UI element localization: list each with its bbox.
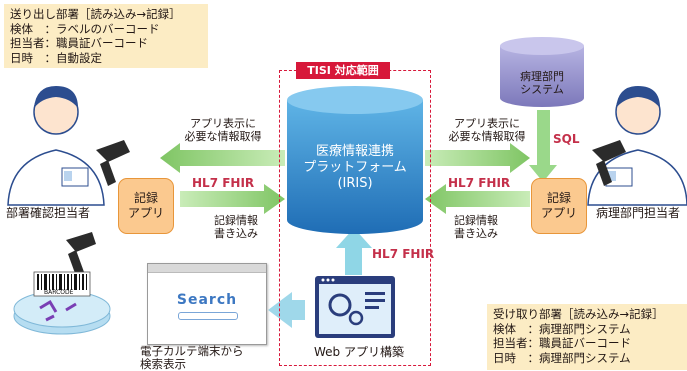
hl7-fhir-left-label: HL7 FHIR [192,176,255,190]
label-line: アプリ表示に [454,117,520,130]
barcode-scanner-icon [66,232,96,276]
left-person-icon [7,86,105,206]
sql-label: SQL [553,132,580,146]
webapp-label: Web アプリ構築 [314,345,404,359]
right-fetch-label: アプリ表示に 必要な情報取得 [434,117,540,143]
label-line: アプリ表示に [190,117,256,130]
left-fetch-arrow [160,143,285,173]
caption-line: 電子カルテ端末から [140,344,244,358]
left-write-arrow [180,184,285,214]
platform-line: (IRIS) [337,176,373,191]
pathology-line: システム [520,83,564,96]
specimen-dish-icon [13,271,111,335]
note-line: 検体 ：ラベルのバーコード [10,21,160,36]
pathology-cylinder-icon [500,37,584,107]
hl7-up-arrow [336,228,372,275]
browser-titlebar [148,264,266,273]
label-line: 記録情報 [454,214,498,227]
tisi-scope-label: TISI 対応範囲 [296,62,390,79]
label-line: 記録情報 [214,214,258,227]
barcode-scanner-icon [96,140,130,186]
right-write-arrow [425,184,530,214]
browser-caption: 電子カルテ端末から 検索表示 [140,345,244,371]
right-person-icon [587,86,687,206]
left-fetch-label: アプリ表示に 必要な情報取得 [170,117,276,143]
hl7-fhir-bottom-label: HL7 FHIR [372,247,435,261]
app-label-line: アプリ [540,206,577,220]
receiver-department-note: 受け取り部署［読み込み→記録］ 検体 ：病理部門システム 担当者：職員証バーコー… [487,304,687,370]
label-line: 必要な情報取得 [184,130,262,143]
browser-search-text: Search [176,292,238,308]
app-label-line: 記録 [133,191,158,205]
right-write-label: 記録情報 書き込み [436,214,516,240]
sender-department-note: 送り出し部署［読み込み→記録］ 検体 ：ラベルのバーコード 担当者：職員証バーコ… [4,4,208,68]
tisi-scope-frame [279,70,431,366]
pathology-system-label: 病理部門 システム [500,70,584,96]
caption-line: 検索表示 [140,357,186,371]
sql-arrow [529,110,557,182]
right-record-app[interactable]: 記録 アプリ [531,178,587,234]
note-line: 日時 ：病理部門システム [493,350,631,365]
right-person-label: 病理部門担当者 [596,206,681,220]
note-line: 担当者：職員証バーコード [493,336,631,350]
label-line: 書き込み [214,227,258,240]
note-line: 送り出し部署［読み込み→記録］ [10,7,181,21]
note-line: 受け取り部署［読み込み→記録］ [493,307,664,321]
web-app-monitor-icon [315,276,395,338]
right-fetch-arrow [425,143,530,173]
hl7-fhir-right-label: HL7 FHIR [448,176,511,190]
platform-label: 医療情報連携 プラットフォーム (IRIS) [290,144,420,192]
browser-search-input[interactable] [178,312,238,320]
barcode-label: BARCODE [44,289,74,296]
browser-window[interactable]: Search [147,263,267,345]
note-line: 担当者：職員証バーコード [10,36,148,50]
pathology-line: 病理部門 [520,70,564,83]
left-person-label: 部署確認担当者 [6,206,91,220]
barcode-scanner-icon [592,140,626,186]
platform-line: プラットフォーム [303,160,407,175]
note-line: 日時 ：自動設定 [10,50,102,65]
platform-line: 医療情報連携 [315,144,394,159]
note-line: 検体 ：病理部門システム [493,321,631,336]
platform-cylinder-icon [287,86,423,234]
left-write-label: 記録情報 書き込み [196,214,276,240]
app-label-line: 記録 [546,191,571,205]
label-line: 必要な情報取得 [448,130,526,143]
app-label-line: アプリ [127,206,164,220]
left-record-app[interactable]: 記録 アプリ [118,178,174,234]
label-line: 書き込み [454,227,498,240]
to-browser-arrow [268,292,305,328]
